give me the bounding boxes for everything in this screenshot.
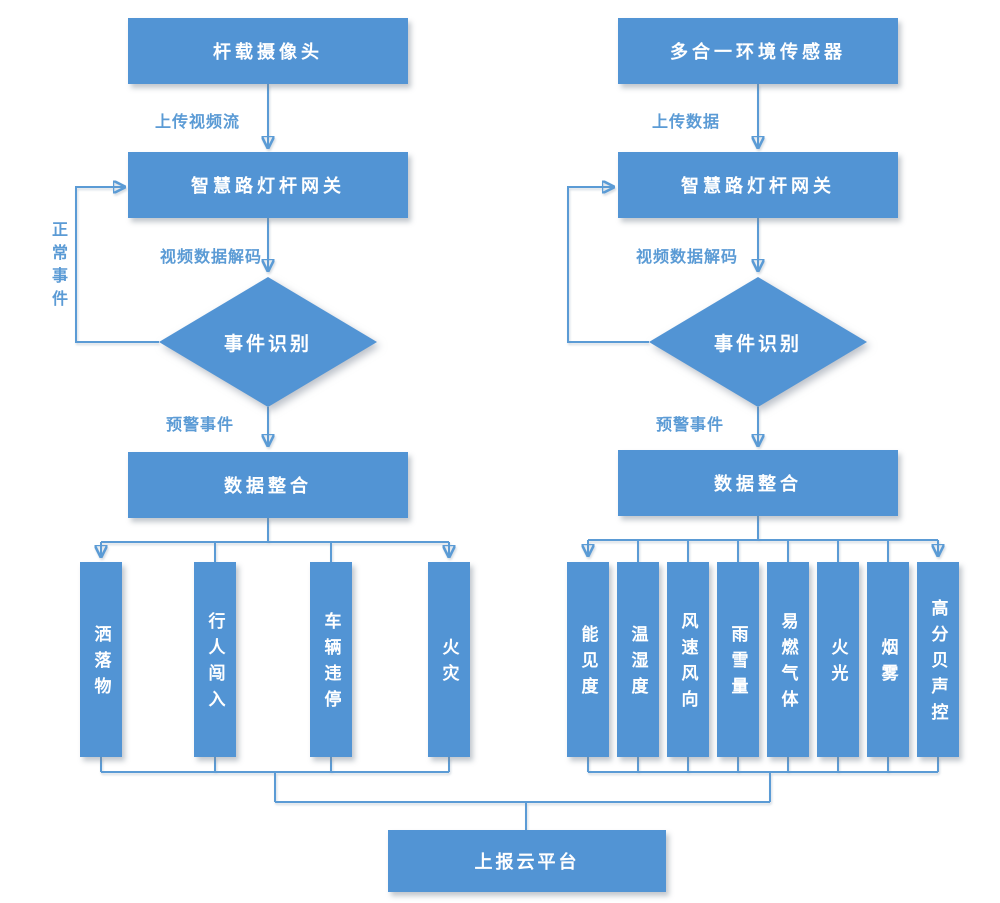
decision-left-label: 事件识别 — [159, 277, 377, 407]
output-label: 车辆违停 — [320, 612, 341, 716]
output-box-smoke: 烟雾 — [867, 562, 909, 757]
edge-label-decode-left: 视频数据解码 — [159, 247, 262, 266]
output-label: 能见度 — [577, 625, 598, 703]
output-label: 温湿度 — [627, 625, 648, 703]
output-box-visibility: 能见度 — [567, 562, 609, 757]
node-gateway-right: 智慧路灯杆网关 — [618, 152, 898, 218]
output-label: 火光 — [827, 638, 848, 690]
edge-label-normal-event: 正常事件 — [49, 221, 68, 313]
output-box-temp-humidity: 温湿度 — [617, 562, 659, 757]
output-box-rain-snow: 雨雪量 — [717, 562, 759, 757]
edge-label-alert-left: 预警事件 — [165, 415, 234, 434]
edge-label-decode-right: 视频数据解码 — [635, 247, 738, 266]
node-cloud-report: 上报云平台 — [388, 830, 666, 892]
output-box-illegal-parking: 车辆违停 — [310, 562, 352, 757]
output-label: 洒落物 — [90, 625, 111, 703]
output-label: 行人闯入 — [204, 612, 225, 716]
node-decision-left: 事件识别 — [159, 277, 377, 407]
node-decision-right: 事件识别 — [649, 277, 867, 407]
output-label: 火灾 — [438, 638, 459, 690]
output-box-spilled-objects: 洒落物 — [80, 562, 122, 757]
output-label: 高分贝声控 — [927, 599, 948, 729]
output-label: 易燃气体 — [777, 612, 798, 716]
node-aggregate-right: 数据整合 — [618, 450, 898, 516]
node-aggregate-left: 数据整合 — [128, 452, 408, 518]
output-box-high-decibel: 高分贝声控 — [917, 562, 959, 757]
output-box-fire: 火灾 — [428, 562, 470, 757]
edge-label-upload-video-stream: 上传视频流 — [154, 112, 240, 131]
output-label: 风速风向 — [677, 612, 698, 716]
output-label: 烟雾 — [877, 638, 898, 690]
edge-label-upload-data: 上传数据 — [651, 112, 720, 131]
node-env-sensor: 多合一环境传感器 — [618, 18, 898, 84]
node-pole-camera: 杆载摄像头 — [128, 18, 408, 84]
decision-right-label: 事件识别 — [649, 277, 867, 407]
output-box-flammable-gas: 易燃气体 — [767, 562, 809, 757]
node-gateway-left: 智慧路灯杆网关 — [128, 152, 408, 218]
output-box-fire-light: 火光 — [817, 562, 859, 757]
output-box-wind: 风速风向 — [667, 562, 709, 757]
edge-label-alert-right: 预警事件 — [655, 415, 724, 434]
output-label: 雨雪量 — [727, 625, 748, 703]
output-box-pedestrian-intrusion: 行人闯入 — [194, 562, 236, 757]
